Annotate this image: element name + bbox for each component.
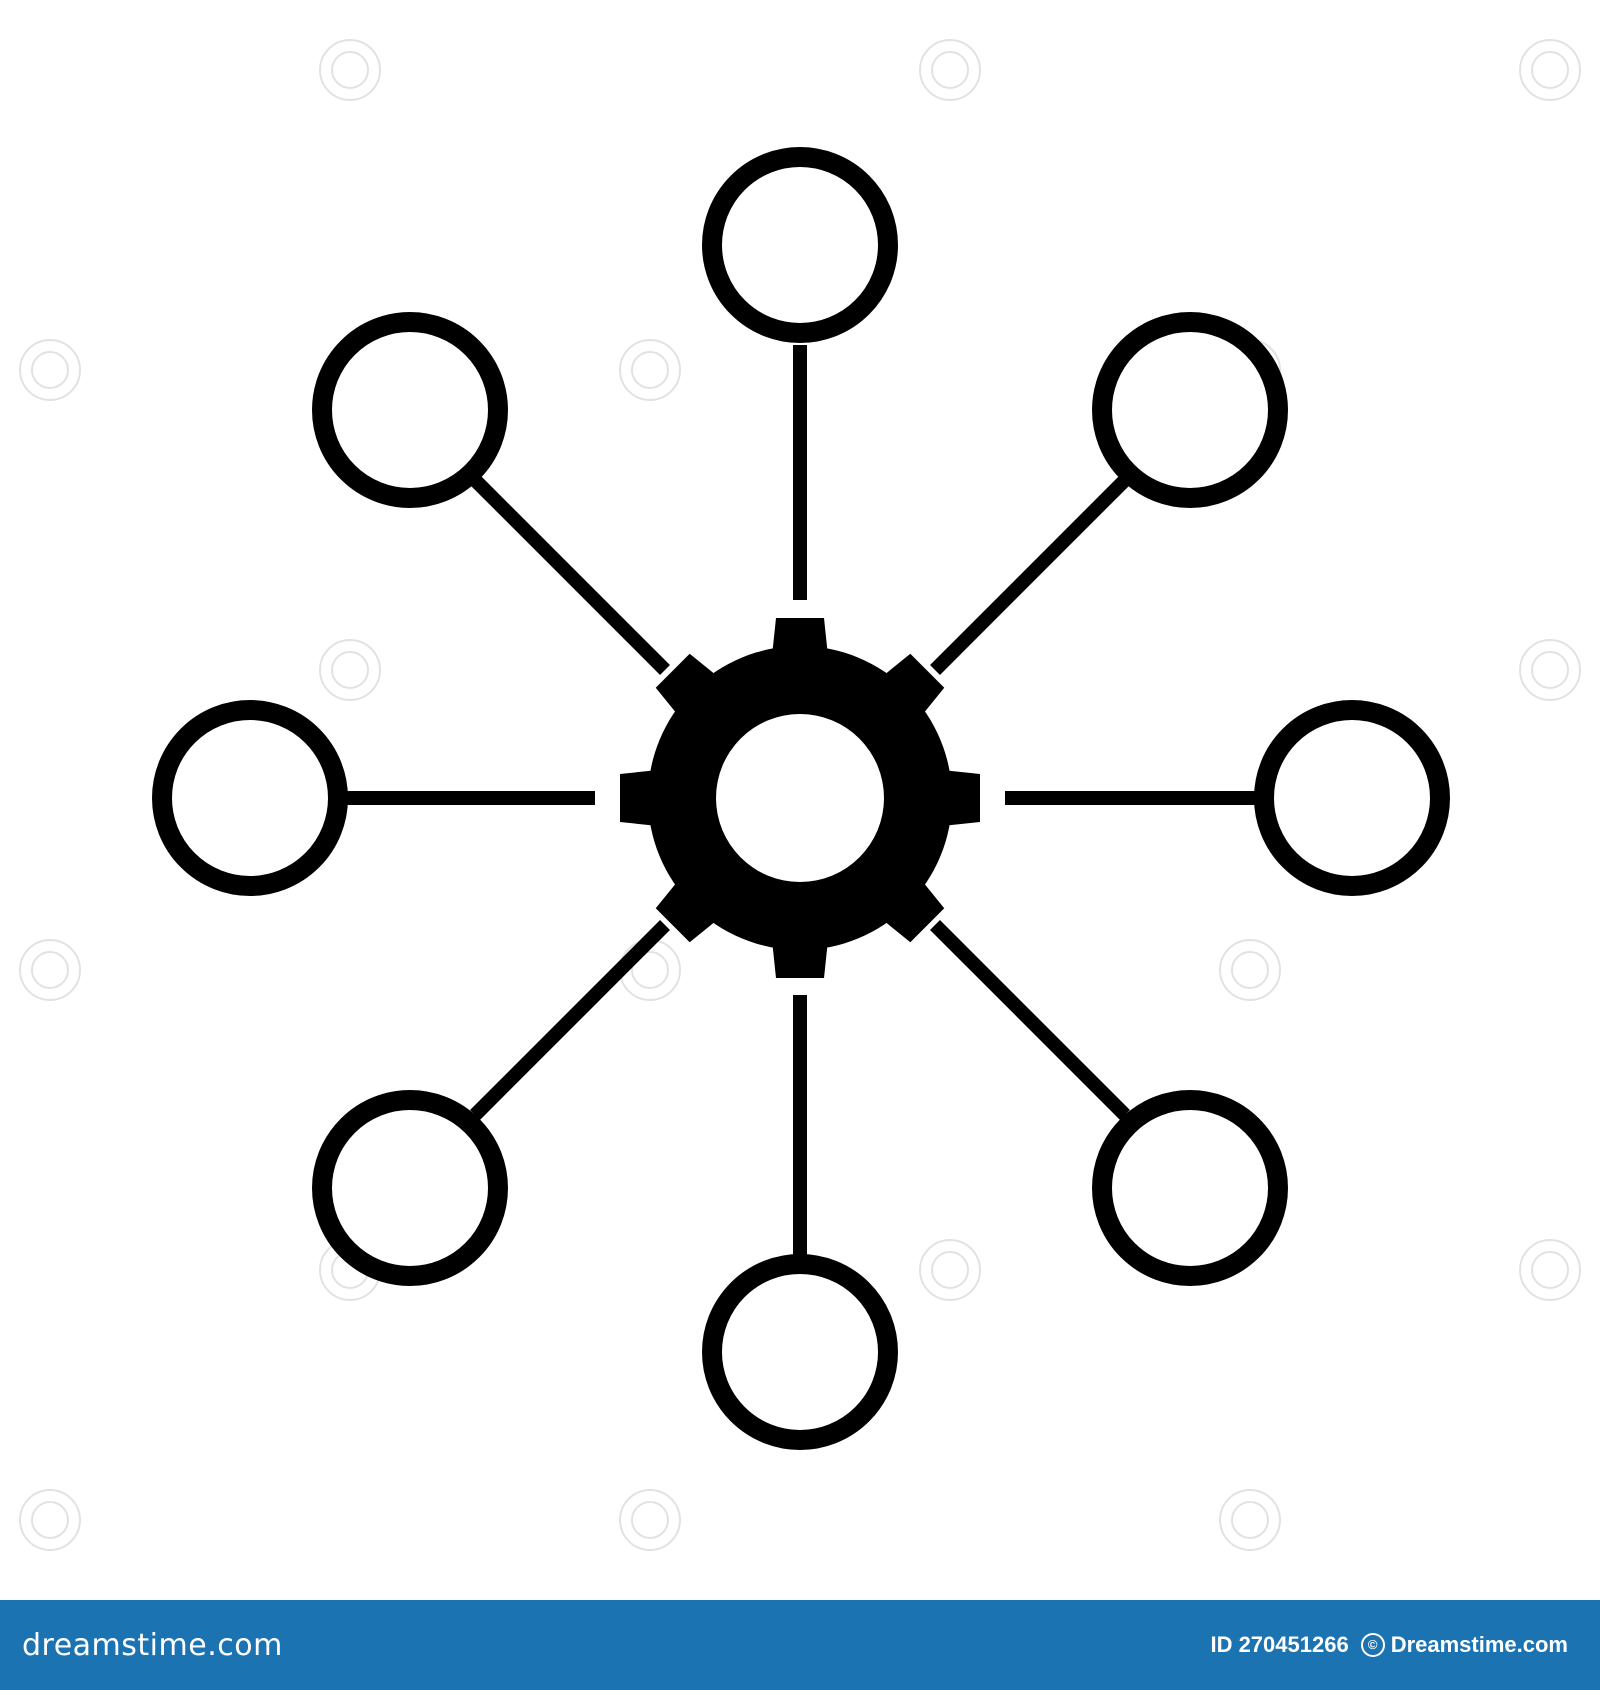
copyright-icon: © [1360, 1633, 1385, 1657]
spoke-bottom-left [470, 920, 670, 1120]
credit-label: Dreamstime.com [1390, 1632, 1568, 1657]
brand-logo: dreamstime.com [22, 1627, 283, 1663]
watermark-footer: dreamstime.com ID 270451266 © Dreamstime… [0, 1600, 1600, 1690]
gear-tooth [865, 863, 945, 943]
gear-icon [620, 618, 980, 978]
spoke-top-right [930, 475, 1130, 675]
node-circle-top-left [312, 312, 508, 508]
gear-hole [716, 714, 884, 882]
spoke-bottom-right [930, 920, 1130, 1120]
credit: © Dreamstime.com [1360, 1632, 1568, 1658]
node-circle-top-right [1092, 312, 1288, 508]
gear-tooth [770, 921, 830, 978]
spoke-top-left [470, 475, 670, 675]
image-id: ID 270451266 [1210, 1632, 1349, 1657]
gear-tooth [620, 768, 677, 828]
footer-credits: ID 270451266 © Dreamstime.com [1210, 1632, 1568, 1658]
gear-tooth [655, 863, 735, 943]
node-circle-top [702, 147, 898, 343]
spokes [345, 345, 1255, 1255]
nodes [152, 147, 1450, 1450]
node-circle-bottom [702, 1254, 898, 1450]
gear-tooth [865, 653, 945, 733]
gear-tooth [770, 618, 830, 675]
network-gear-illustration [19, 39, 1581, 1551]
gear-tooth [923, 768, 980, 828]
node-circle-left [152, 700, 348, 896]
node-circle-bottom-right [1092, 1090, 1288, 1286]
node-circle-right [1254, 700, 1450, 896]
node-circle-bottom-left [312, 1090, 508, 1286]
gear-tooth [655, 653, 735, 733]
